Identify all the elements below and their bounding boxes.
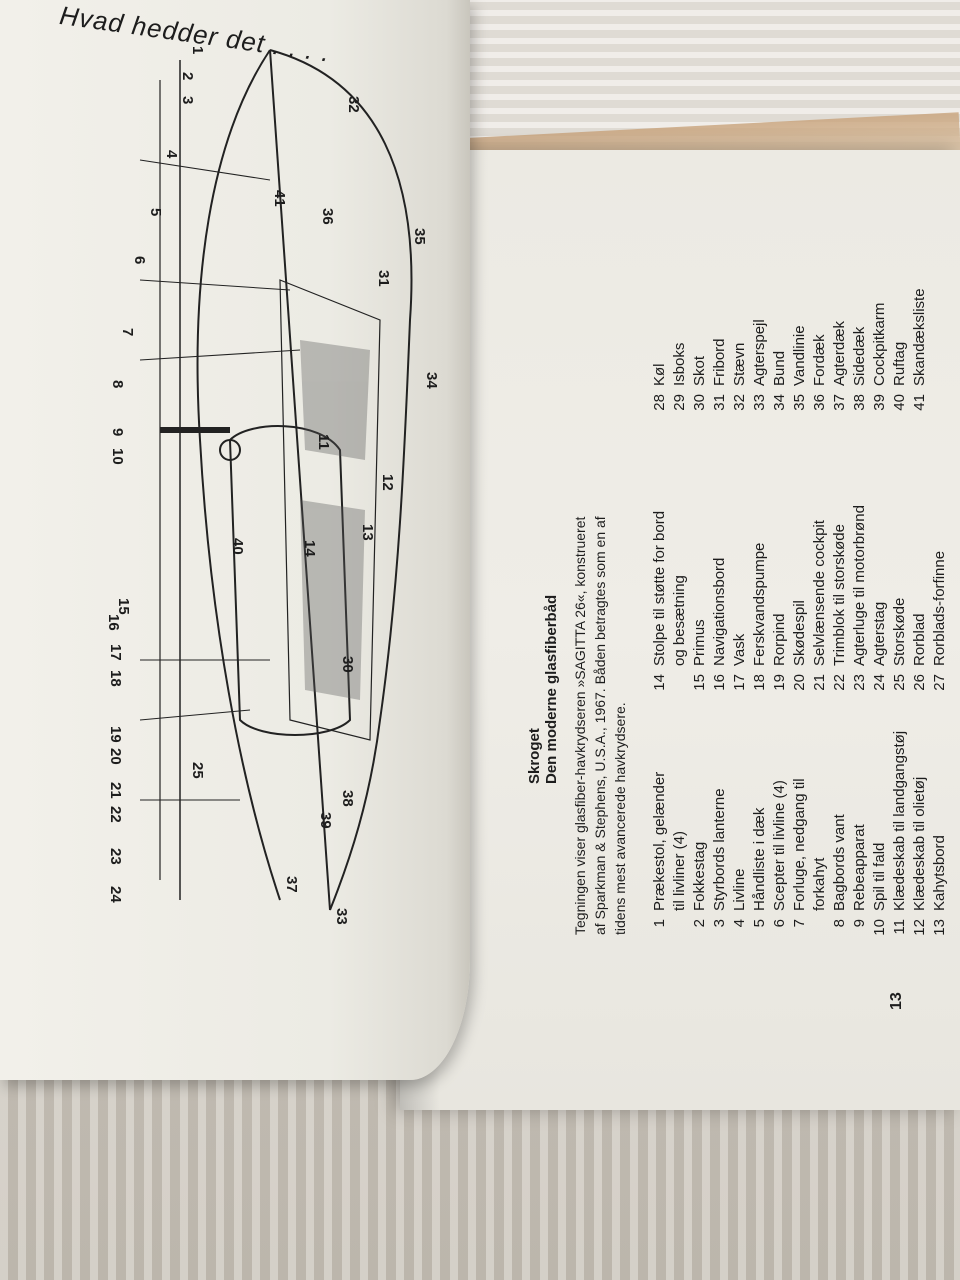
callout-14: 14 (301, 540, 318, 557)
callout-10: 10 (109, 448, 126, 465)
callout-22: 22 (107, 806, 124, 823)
legend-item: og besætning (671, 575, 688, 666)
body-line-3: tidens mest avancerede havkrydsere. (612, 702, 628, 935)
callout-6: 6 (131, 256, 148, 265)
left-page (0, 0, 470, 1080)
legend-item: til livliner (4) (671, 830, 688, 911)
callout-31: 31 (375, 270, 392, 287)
callout-23: 23 (107, 848, 124, 865)
callout-39: 39 (317, 812, 334, 829)
callout-36: 36 (319, 208, 336, 225)
callout-20: 20 (107, 748, 124, 765)
callout-13: 13 (359, 524, 376, 541)
callout-3: 3 (179, 96, 196, 105)
legend-item: forkahyt (811, 857, 828, 911)
callout-18: 18 (107, 670, 124, 687)
callout-35: 35 (411, 228, 428, 245)
callout-2: 2 (179, 72, 196, 81)
body-line-2: af Sparkman & Stephens, U.S.A., 1967. Bå… (592, 516, 608, 935)
deck-outline (196, 49, 281, 901)
callout-17: 17 (107, 644, 124, 661)
callout-4: 4 (163, 150, 180, 159)
callout-21: 21 (107, 782, 124, 799)
body-line-1: Tegningen viser glasfiber-havkrydseren »… (572, 516, 588, 935)
callout-19: 19 (107, 726, 124, 743)
hull-outline (269, 49, 413, 911)
section-heading: Skroget Den moderne glasfiberbåd (526, 595, 560, 784)
callout-16: 16 (105, 614, 122, 631)
callout-7: 7 (119, 328, 136, 337)
callout-8: 8 (109, 380, 126, 389)
cabin (228, 425, 352, 736)
callout-1: 1 (189, 46, 206, 55)
callout-34: 34 (423, 372, 440, 389)
callout-30: 30 (339, 656, 356, 673)
callout-38: 38 (339, 790, 356, 807)
callout-40: 40 (229, 538, 246, 555)
sailboat-diagram (139, 49, 413, 911)
callout-15: 15 (115, 598, 132, 615)
callout-24: 24 (107, 886, 124, 903)
callout-37: 37 (283, 876, 300, 893)
callout-33: 33 (333, 908, 350, 925)
section-subtitle: Den moderne glasfiberbåd (543, 594, 560, 784)
callout-11: 11 (315, 434, 332, 450)
callout-12: 12 (379, 474, 396, 491)
section-body: Tegningen viser glasfiber-havkrydseren »… (570, 516, 630, 935)
callout-32: 32 (345, 96, 362, 113)
callout-25: 25 (189, 762, 206, 779)
section-title: Skroget (526, 728, 543, 784)
callout-41: 41 (271, 190, 288, 207)
callout-9: 9 (109, 428, 126, 437)
callout-5: 5 (147, 208, 164, 217)
page-number: 13 (888, 992, 905, 1010)
